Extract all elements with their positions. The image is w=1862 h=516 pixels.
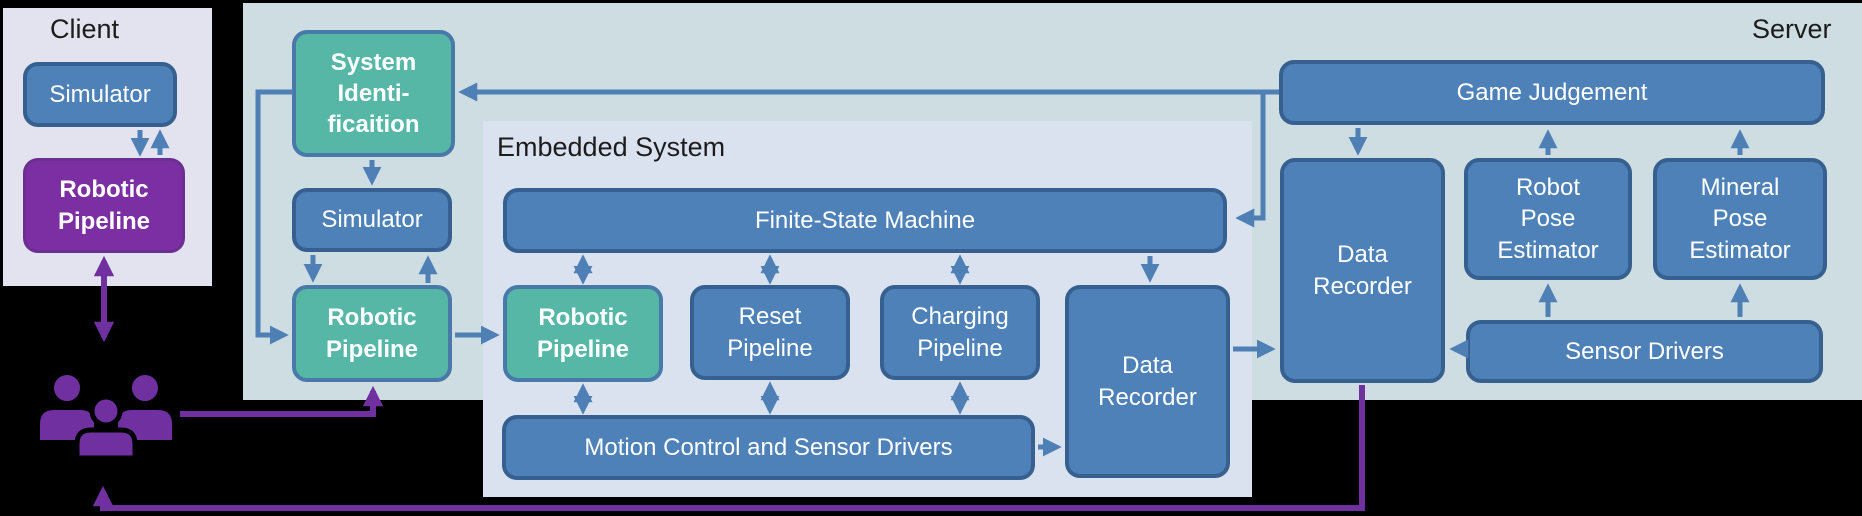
server-data-recorder-node: Data Recorder	[1280, 158, 1445, 383]
embedded-data-recorder-node: Data Recorder	[1065, 285, 1230, 478]
server-robotic-pipeline-node: Robotic Pipeline	[292, 285, 452, 382]
people-group-icon	[40, 371, 172, 461]
client-robotic-pipeline-node: Robotic Pipeline	[23, 158, 185, 253]
sensor-drivers-node: Sensor Drivers	[1466, 320, 1823, 383]
client-simulator-node: Simulator	[23, 62, 177, 127]
client-panel-label: Client	[50, 14, 120, 44]
server-panel-label: Server	[1752, 14, 1832, 44]
finite-state-machine-node: Finite-State Machine	[503, 188, 1227, 253]
embedded-robotic-pipeline-node: Robotic Pipeline	[503, 285, 663, 382]
embedded-system-panel-label: Embedded System	[497, 132, 726, 162]
server-simulator-node: Simulator	[292, 188, 452, 252]
charging-pipeline-node: Charging Pipeline	[880, 285, 1040, 380]
reset-pipeline-node: Reset Pipeline	[690, 285, 850, 380]
mineral-pose-estimator-node: Mineral Pose Estimator	[1653, 158, 1827, 280]
motion-control-node: Motion Control and Sensor Drivers	[502, 415, 1035, 480]
game-judgement-node: Game Judgement	[1279, 60, 1825, 125]
robot-pose-estimator-node: Robot Pose Estimator	[1464, 158, 1632, 280]
system-identification-node: System Identi- ficaition	[292, 30, 455, 157]
